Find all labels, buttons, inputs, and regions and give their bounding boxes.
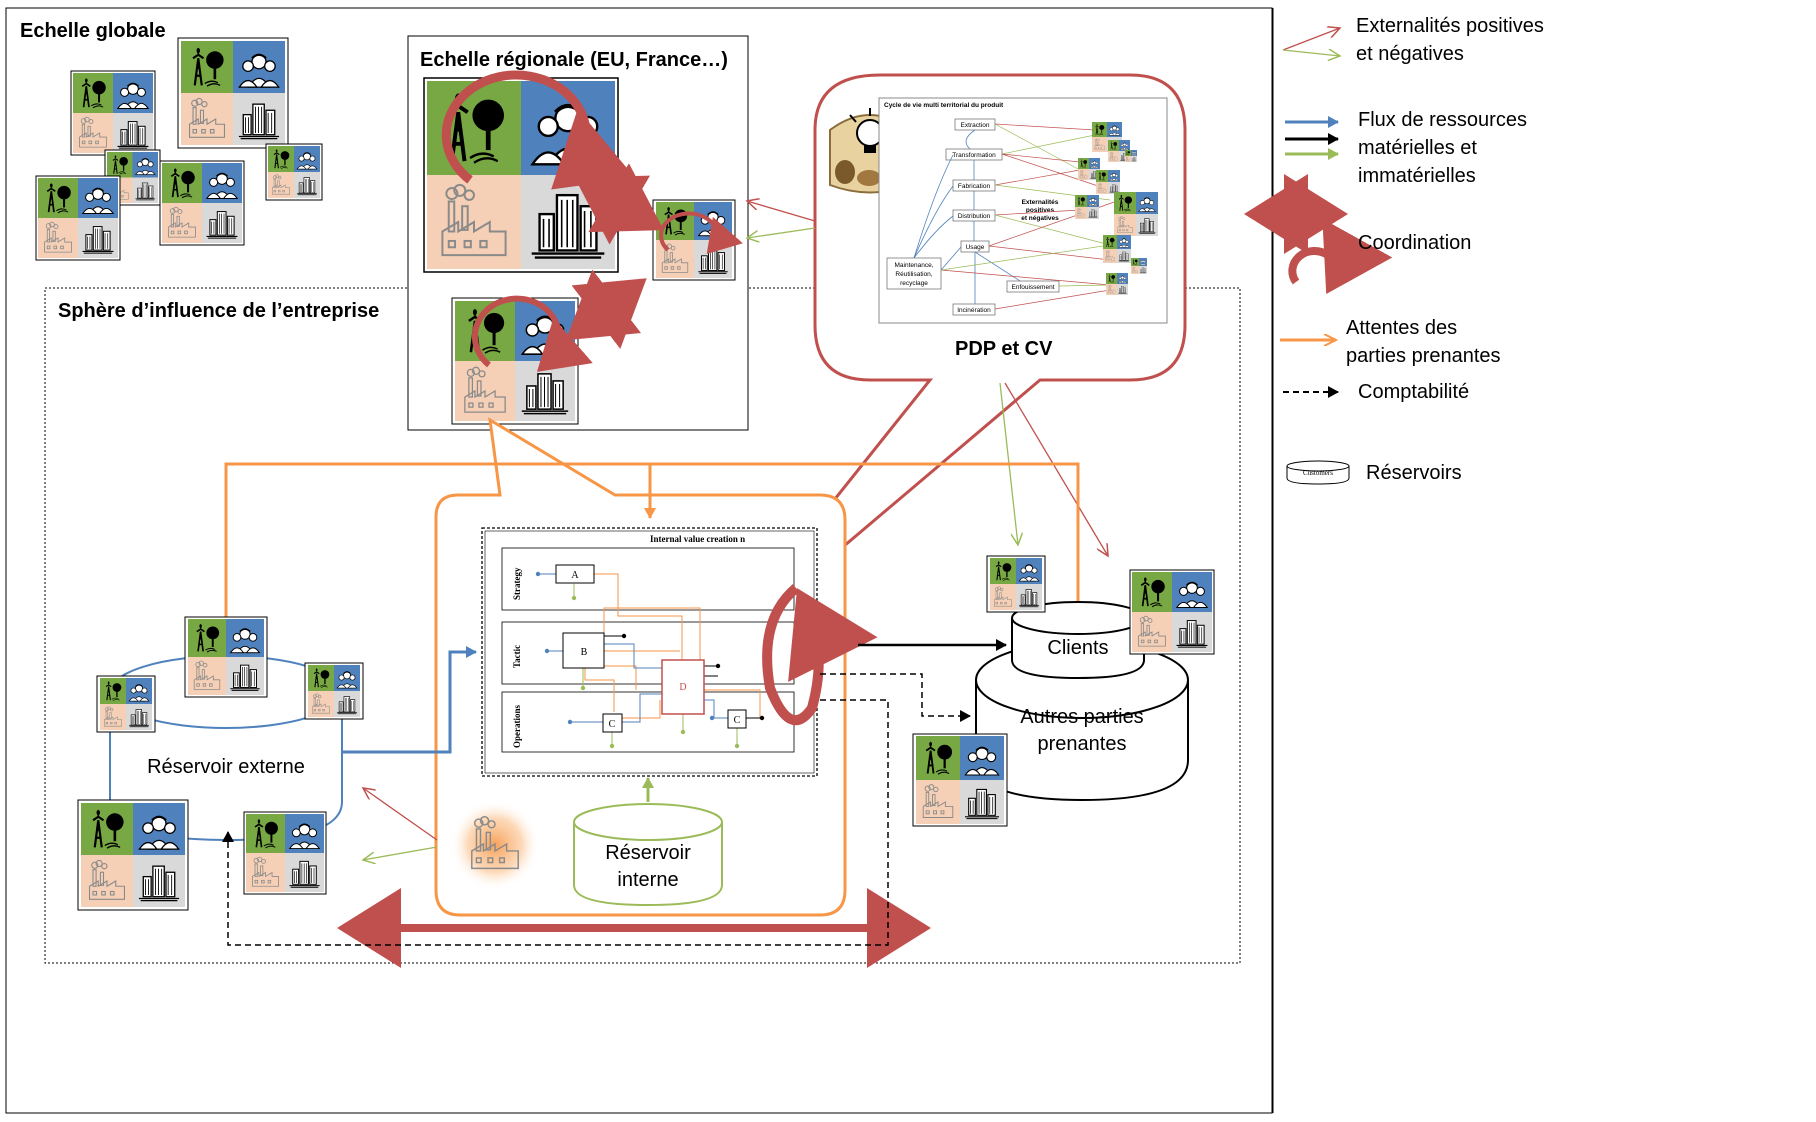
legend-expectations-line: parties prenantes [1346,345,1501,367]
legend-flows-line: immatérielles [1358,165,1476,187]
lifecycle-title: Cycle de vie multi territorial du produi… [884,102,1004,109]
sphere-title: Sphère d’influence de l’entreprise [58,300,379,322]
global-tile [70,70,156,156]
externality-arrow-green [363,846,438,860]
resource-flow-blue [342,646,477,754]
legend: Externalités positives et négatives Flux… [1244,15,1544,485]
externality-arrow-green [747,227,816,238]
stakeholder-tiles [912,555,1215,827]
legend-expectations-line: Attentes des [1346,317,1457,339]
expectations-line [224,462,1080,618]
node-b: B [581,647,588,658]
legend-flows-line: Flux de ressources [1358,109,1527,131]
legend-reservoir-icon-label: Customers [1303,469,1333,477]
global-title: Echelle globale [20,20,166,42]
global-tile [177,37,289,149]
legend-coordination-loop [1288,218,1393,295]
value-network-title: Internal value creation n [650,534,745,544]
external-reservoir-label: Réservoir externe [147,756,305,778]
row-operations: Operations [512,705,522,748]
others-line: Autres parties [1020,706,1143,728]
row-strategy: Strategy [512,567,522,600]
externality-arrow-red [363,788,438,841]
row-tactic: Tactic [512,645,522,668]
stage-enfouissement: Enfouissement [1012,284,1055,291]
legend-externality-red [1282,28,1340,51]
external-tiles [77,616,364,911]
clients-label: Clients [1047,637,1108,659]
coordination-arrow [574,163,664,245]
coordination-loop [441,70,636,190]
stage-usage: Usage [966,244,985,251]
stage-incineration: Incinération [957,307,991,314]
maintenance-line: Maintenance, [894,262,933,269]
clients-reservoir: Clients [1011,601,1145,680]
regional-main-tile [423,70,636,273]
global-frame [5,7,1273,1114]
others-line: prenantes [1038,733,1127,755]
legend-coordination: Coordination [1358,232,1471,254]
externality-arrow-red [1004,382,1108,556]
maintenance-line: recyclage [900,280,928,287]
factory-glow-icon [450,800,540,890]
externality-arrow-red [747,201,816,222]
sphere-company-tile [451,295,593,425]
pdp-label: PDP et CV [955,338,1053,360]
global-tile [35,175,121,261]
legend-flows-line: matérielles et [1358,137,1477,159]
legend-externality-green [1282,50,1340,56]
internal-reservoir-line: Réservoir [605,842,691,864]
externalities-line: et négatives [1021,215,1059,222]
regional-title: Echelle régionale (EU, France…) [420,49,728,71]
legend-accounting: Comptabilité [1358,381,1469,403]
node-a: A [571,570,579,581]
maintenance-line: Réutilisation, [895,271,932,278]
legend-externalities-line: et négatives [1356,43,1464,65]
value-network: Internal value creation n Strategy Tacti… [481,527,818,777]
legend-externalities-line: Externalités positives [1356,15,1544,37]
stage-extraction: Extraction [961,122,990,129]
global-tile [159,160,245,246]
stage-transformation: Transformation [952,152,996,159]
externalities-line: Externalités [1022,199,1059,206]
stage-fabrication: Fabrication [958,183,991,190]
lifecycle-diagram: Cycle de vie multi territorial du produi… [878,97,1168,324]
node-d: D [679,682,686,693]
coordination-arrow [565,269,647,349]
global-tile [265,143,323,201]
accounting-line [222,699,889,946]
regional-small-tile [652,199,743,281]
coordination-loop [762,584,878,725]
node-c: C [609,719,616,730]
accounting-line [820,673,971,722]
legend-reservoirs: Réservoirs [1366,462,1462,484]
node-c: C [734,715,741,726]
stage-distribution: Distribution [958,213,991,220]
legend-reservoir-icon: Customers [1286,460,1350,485]
internal-reservoir: Réservoir interne [573,803,723,907]
global-tiles [35,37,323,261]
externalities-line: positives [1026,207,1055,214]
internal-reservoir-line: interne [617,869,678,891]
